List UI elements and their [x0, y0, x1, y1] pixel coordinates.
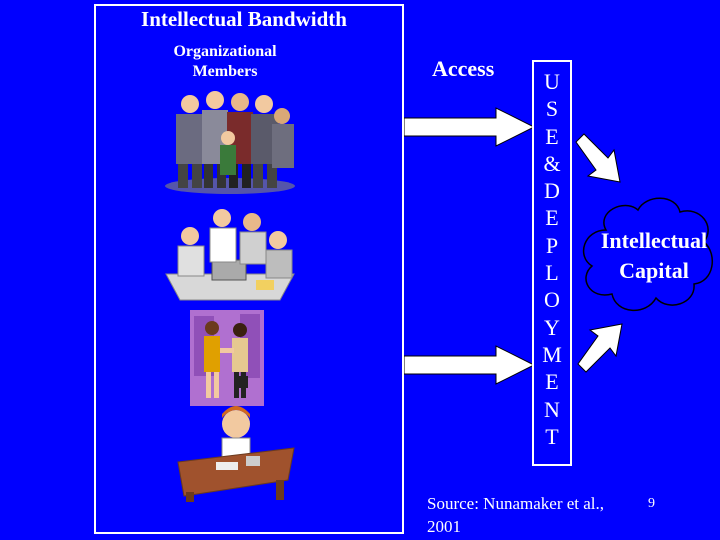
intellectual-capital-cloud — [582, 197, 713, 312]
use-deployment-letter: T — [545, 423, 559, 449]
use-deployment-letter: E — [545, 205, 559, 231]
cloud-label: Intellectual Capital — [600, 228, 708, 283]
telephone-worker-clipart — [177, 406, 295, 502]
deployment-arrow-down — [575, 133, 621, 183]
use-deployment-letter: & — [543, 150, 561, 176]
organizational-members-panel — [94, 4, 404, 534]
slide-title: Intellectual Bandwidth — [141, 7, 347, 31]
use-deployment-letter: E — [545, 369, 559, 395]
use-deployment-letter: P — [545, 232, 559, 258]
source-citation: Source: Nunamaker et al., 2001 — [427, 494, 605, 536]
use-deployment-letter: M — [542, 341, 562, 367]
page-number: 9 — [648, 496, 655, 511]
use-deployment-letter: Y — [544, 314, 560, 340]
team-at-desk-clipart — [165, 209, 295, 301]
use-deployment-letter: N — [544, 396, 560, 422]
use-deployment-letter: D — [544, 178, 560, 204]
handshake-clipart — [190, 310, 264, 406]
members-label: Organizational Members — [173, 43, 277, 80]
group-meeting-clipart — [165, 91, 295, 194]
use-deployment-letter: O — [544, 287, 560, 313]
access-label: Access — [432, 56, 495, 81]
access-arrow-bottom — [404, 345, 536, 385]
deployment-arrow-up — [577, 323, 623, 373]
use-deployment-letter: E — [545, 123, 559, 149]
use-deployment-letter: U — [544, 69, 560, 94]
use-deployment-letter: S — [545, 96, 559, 122]
use-deployment-letter: L — [545, 260, 559, 286]
access-arrow-top — [404, 107, 536, 147]
